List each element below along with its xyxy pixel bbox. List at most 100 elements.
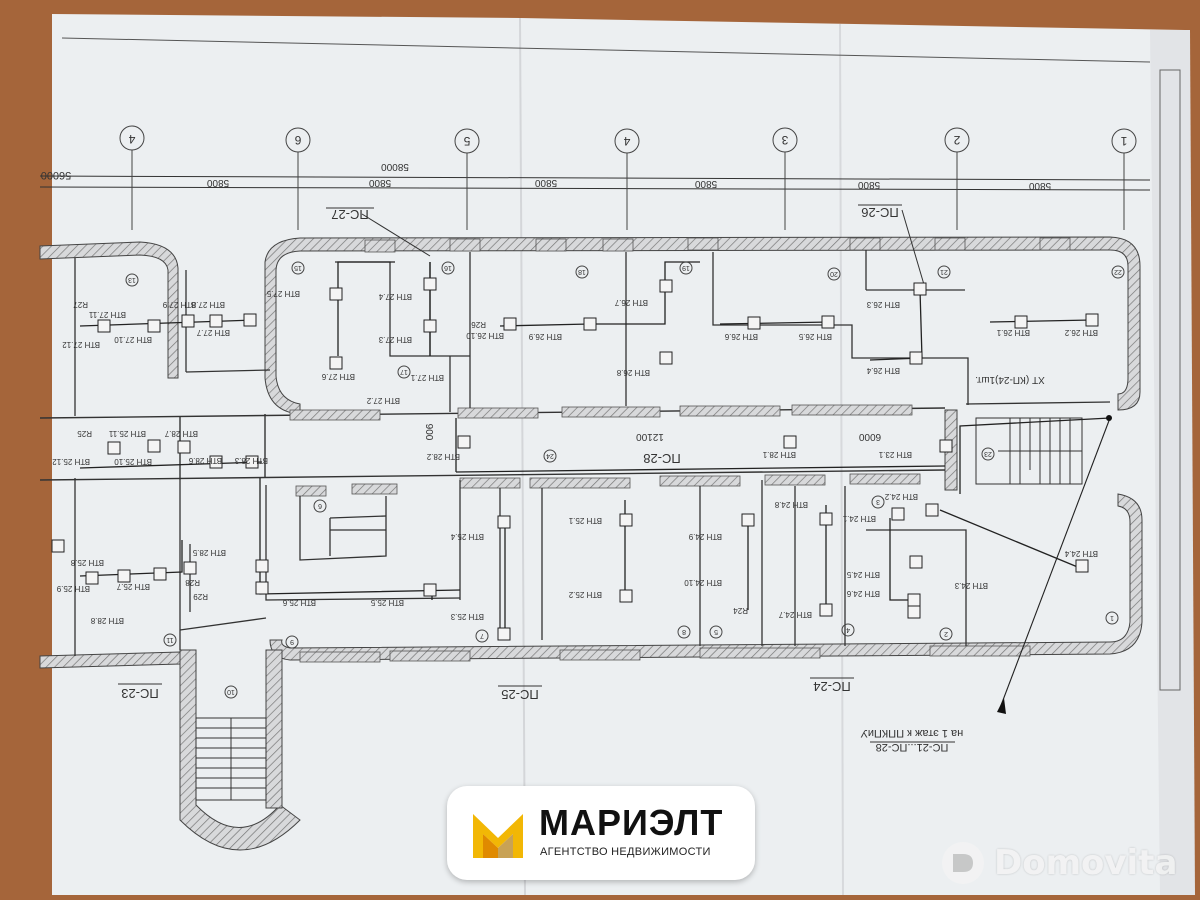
device-label: ВТН 27.9	[162, 300, 196, 309]
dimension-text: 6000	[858, 431, 881, 442]
device-label: ВТН 24.8	[774, 500, 808, 509]
device-label: ВТН 27.3	[378, 335, 412, 344]
panel-label-ps24: ПС-24	[813, 679, 851, 694]
device-label: ВТН 26.10	[466, 331, 504, 340]
device-label: ВТН 24.5	[846, 570, 880, 579]
domovita-watermark: Domovita	[940, 840, 1190, 886]
device-label: ВТН 24.2	[884, 492, 918, 501]
paper-sheet	[52, 14, 1188, 895]
room-number: 11	[166, 636, 173, 643]
axis-label: 1	[1120, 134, 1127, 148]
panel-label-ps28: ПС-28	[643, 451, 681, 466]
device-label: R24	[733, 606, 748, 615]
room-number: 10	[227, 688, 235, 695]
dimension-text: 5800	[368, 177, 391, 188]
dimension-text: 58000	[381, 161, 409, 172]
paper-fold-right	[1150, 30, 1195, 895]
axis-label: 6	[294, 133, 301, 147]
building-walls	[39, 236, 1143, 851]
device-label: ВТН 27.12	[62, 340, 100, 349]
route-note-floor: на 1 этаж к ППКПиУ	[860, 727, 963, 739]
device-label: ВТН 25.1	[568, 516, 602, 525]
room-numbers: 1 2 3 4 5 6 7 8 9 10 11 13 15 16 17 18 1…	[125, 261, 1125, 699]
room-number: 8	[682, 628, 686, 635]
dimension-line	[39, 186, 1151, 191]
room-number: 22	[1114, 268, 1122, 275]
agency-watermark: МАРИЭЛТ АГЕНТСТВО НЕДВИЖИМОСТИ	[447, 786, 755, 880]
title-block-column	[1159, 69, 1181, 691]
device-label: ВТН 23.1	[878, 450, 912, 459]
agency-tagline: АГЕНТСТВО НЕДВИЖИМОСТИ	[540, 846, 711, 858]
device-label: ВТН 25.12	[52, 457, 90, 466]
panel-label-ps27: ПС-27	[331, 207, 369, 222]
device-labels: ВТН 27.5 ВТН 27.6 ВТН 27.4 ВТН 27.3 ВТН …	[52, 289, 1098, 625]
room-number: 1	[1110, 614, 1114, 621]
room-number: 9	[290, 638, 294, 645]
dimension-text: 900	[423, 424, 434, 441]
room-number: 7	[480, 632, 484, 639]
room-number: 21	[940, 268, 948, 275]
axis-label: 3	[781, 133, 788, 147]
device-label: ВТН 25.2	[568, 590, 602, 599]
device-label: ВТН 27.8	[191, 300, 225, 309]
device-label: ВТН 27.11	[88, 310, 126, 319]
staircase	[195, 417, 1083, 801]
device-label: ВТН 24.1	[842, 514, 876, 523]
device-label: ВТН 27.1	[410, 373, 444, 382]
domovita-wordmark: Domovita	[994, 843, 1178, 883]
route-arrow	[997, 698, 1006, 714]
device-label: ВТН 26.1	[996, 328, 1030, 337]
device-label: ВТН 26.8	[616, 368, 650, 377]
room-number: 15	[294, 264, 302, 271]
device-label: ВТН 26.3	[866, 300, 900, 309]
dimension-text: 5800	[1028, 180, 1051, 191]
device-label: ВТН 25.3	[450, 612, 484, 621]
device-label: ВТН 24.10	[684, 578, 722, 587]
device-label: ВТН 28.3	[234, 456, 268, 465]
junction-dot	[1106, 415, 1112, 421]
device-label: R29	[193, 592, 208, 601]
dimension-text: 5800	[206, 177, 229, 188]
dimension-text: 5800	[534, 177, 557, 188]
room-number: 18	[578, 268, 586, 275]
room-number: 20	[830, 270, 838, 277]
device-label: ВТН 28.5	[192, 548, 226, 557]
route-note-panels: ПС-21...ПС-28	[876, 741, 949, 753]
device-label: ВТН 28.7	[164, 429, 198, 438]
room-number: 4	[846, 626, 850, 633]
panel-labels: ПС-27 ПС-26 ПС-28 ПС-25 ПС-24 ПС-23 ПС-2…	[118, 204, 1045, 753]
room-number: 5	[714, 628, 718, 635]
frame-line	[61, 37, 1151, 63]
room-number: 19	[682, 264, 690, 271]
device-label: ВТН 28.8	[90, 616, 124, 625]
device-label: ВТН 25.6	[282, 598, 316, 607]
device-label: ВТН 26.2	[1064, 328, 1098, 337]
device-label: ВТН 26.6	[724, 332, 758, 341]
dimension-text: 56000	[41, 169, 72, 181]
device-label: ВТН 26.5	[798, 332, 832, 341]
panel-label-ps25: ПС-25	[501, 687, 539, 702]
device-label: ВТН 25.11	[108, 429, 146, 438]
room-number: 23	[984, 450, 992, 457]
axis-label: 4	[128, 132, 135, 146]
axis-markers: 4 6 5 4 3 2 1	[119, 125, 1137, 230]
axis-label: 5	[463, 134, 470, 148]
device-label: R25	[77, 429, 92, 438]
room-partitions	[74, 250, 1111, 656]
panel-label-ps26: ПС-26	[861, 205, 899, 220]
device-label: R27	[73, 300, 88, 309]
detector-symbols	[51, 277, 1099, 641]
room-number: 3	[876, 498, 880, 505]
room-number: 17	[400, 368, 408, 375]
device-label: ВТН 27.5	[266, 289, 300, 298]
panel-label-ps23: ПС-23	[121, 686, 159, 701]
axis-label: 4	[623, 134, 630, 148]
device-label: ВТН 25.4	[450, 532, 484, 541]
device-label: ВТН 25.8	[70, 558, 104, 567]
domovita-logo-icon	[942, 842, 984, 884]
room-number: 13	[128, 276, 136, 283]
room-number: 16	[444, 264, 452, 271]
device-label: ВТН 27.6	[321, 372, 355, 381]
dimension-line	[39, 175, 1151, 181]
device-label: ВТН 25.5	[370, 598, 404, 607]
